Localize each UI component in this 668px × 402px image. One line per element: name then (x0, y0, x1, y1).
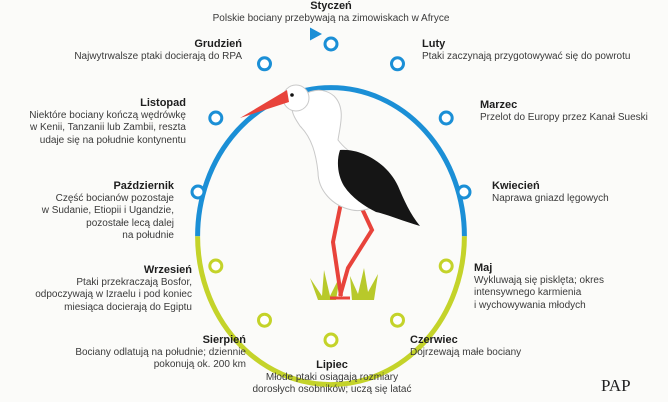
month-description-line: Bociany odlatują na południe; dziennie (6, 347, 246, 359)
month-dot-sierpien (259, 314, 271, 326)
month-description-line: dorosłych osobników; uczą się latać (200, 384, 464, 396)
month-dot-pazdziernik (192, 186, 204, 198)
month-description-line: Młode ptaki osiągają rozmiary (200, 372, 464, 384)
month-dot-kwiecien (458, 186, 470, 198)
month-name: Grudzień (6, 38, 242, 51)
month-name: Październik (6, 180, 174, 193)
month-dot-styczen (325, 38, 337, 50)
month-description-line: Ptaki zaczynają przygotowywać się do pow… (422, 51, 666, 63)
month-description-line: w Kenii, Tanzanii lub Zambii, reszta (6, 122, 186, 134)
month-description-line: pokonują ok. 200 km (6, 359, 246, 371)
month-name: Listopad (6, 97, 186, 110)
month-dot-grudzien (259, 58, 271, 70)
month-name: Marzec (480, 99, 666, 112)
month-name: Styczeń (150, 0, 512, 13)
month-dot-lipiec (325, 334, 337, 346)
month-dot-luty (392, 58, 404, 70)
month-description-line: Dojrzewają małe bociany (410, 347, 610, 359)
month-description-line: Polskie bociany przebywają na zimowiskac… (150, 13, 512, 25)
stork-illustration (240, 85, 420, 300)
month-description-line: i wychowywania młodych (474, 300, 666, 312)
month-dot-czerwiec (392, 314, 404, 326)
month-name: Luty (422, 38, 666, 51)
month-description-line: Część bocianów pozostaje (6, 193, 174, 205)
month-description-line: pozostałe lecą dalej (6, 218, 174, 230)
month-dot-listopad (210, 112, 222, 124)
credit-label: PAP (601, 376, 631, 396)
direction-arrow (310, 28, 322, 41)
month-name: Czerwiec (410, 334, 610, 347)
month-dot-marzec (440, 112, 452, 124)
month-description-line: odpoczywają w Izraelu i pod koniec (6, 289, 192, 301)
month-name: Wrzesień (6, 264, 192, 277)
month-description-line: miesiąca docierają do Egiptu (6, 302, 192, 314)
month-description-line: udaje się na południe kontynentu (6, 135, 186, 147)
month-name: Maj (474, 262, 666, 275)
month-name: Kwiecień (492, 180, 666, 193)
month-name: Sierpień (6, 334, 246, 347)
month-description-line: Naprawa gniazd lęgowych (492, 193, 666, 205)
month-dot-wrzesien (210, 260, 222, 272)
month-description-line: Najwytrwalsze ptaki docierają do RPA (6, 51, 242, 63)
month-dot-maj (440, 260, 452, 272)
month-description-line: Przelot do Europy przez Kanał Sueski (480, 112, 666, 124)
month-description-line: intensywnego karmienia (474, 287, 666, 299)
month-description-line: Ptaki przekraczają Bosfor, (6, 277, 192, 289)
month-description-line: na południe (6, 230, 174, 242)
month-description-line: Wykluwają się pisklęta; okres (474, 275, 666, 287)
month-description-line: Niektóre bociany kończą wędrówkę (6, 110, 186, 122)
month-description-line: w Sudanie, Etiopii i Ugandzie, (6, 205, 174, 217)
